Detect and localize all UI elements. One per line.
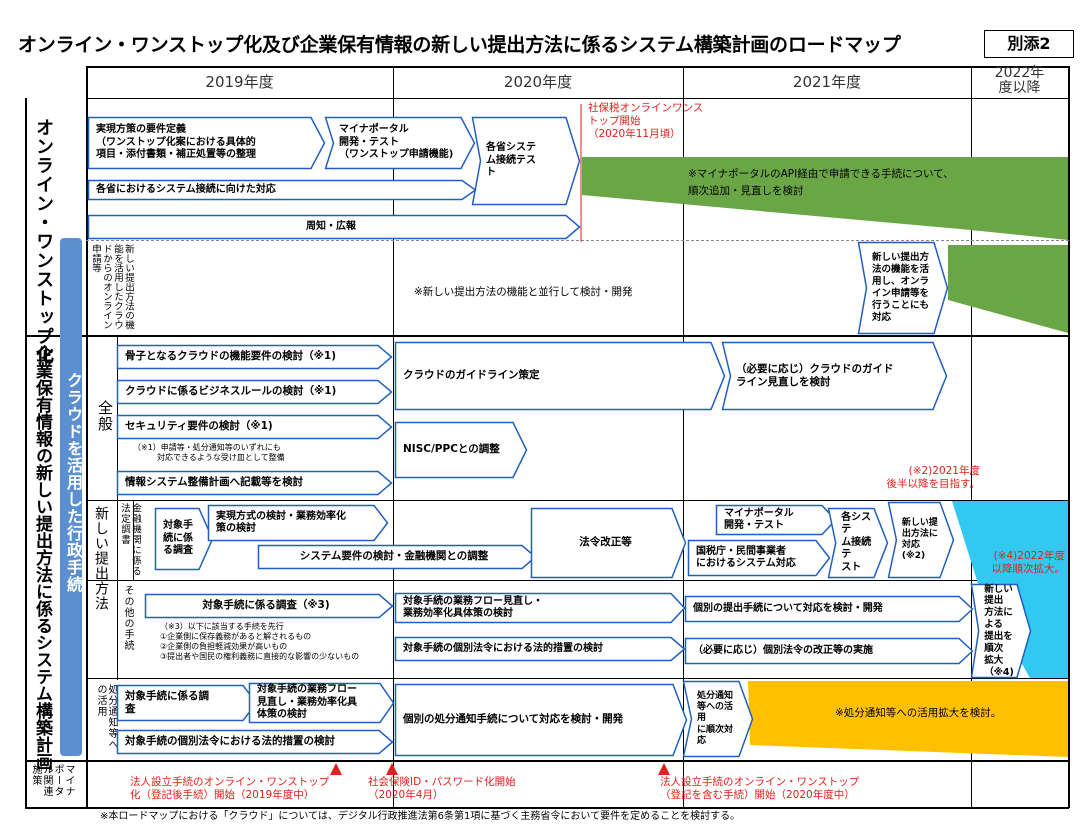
arrow-g7: NISC/PPCとの調整: [394, 421, 528, 479]
arrow-o5-label: （必要に応じ）個別法令の改正等の実施: [693, 644, 873, 656]
arrow-n5: マイナポータル 開発・テスト: [715, 504, 837, 536]
arrow-n6-label: 国税庁・民間事業者 におけるシステム対応: [696, 545, 796, 570]
arrow-g1: 骨子となるクラウドの機能要件の検討（※1): [116, 344, 393, 370]
arrow-g2-label: クラウドに係るビジネスルールの検討（※1): [125, 385, 337, 398]
arrow-n4-label: 法令改正等: [579, 536, 632, 549]
arrow-ministry-test-label: 各省システ ム接続テス ト: [486, 142, 536, 179]
arrow-g1-label: 骨子となるクラウドの機能要件の検討（※1): [125, 350, 336, 363]
arrow-o5: （必要に応じ）個別法令の改正等の実施: [684, 637, 974, 665]
arrow-d2: 対象手続の業務フロー 見直し・業務効率化具 体策の検討: [248, 682, 395, 724]
green-region-online: [582, 157, 1068, 240]
arrow-n7-label: 各システ ム接続テ スト: [841, 511, 872, 573]
related-item-2: 社会保険ID・パスワード化開始 （2020年4月）: [368, 776, 516, 802]
arrow-g6-label: （必要に応じ）クラウドのガイド ライン見直しを検討: [736, 362, 894, 388]
arrow-cloud-end: 新しい提出方法の機能を活用し、オンライン申請等を行うことにも対応: [857, 241, 949, 335]
arrow-n4: 法令改正等: [530, 507, 687, 579]
arrow-o6: 新しい提出 方法による 提出を順次 拡大（※4): [970, 583, 1032, 679]
arrow-o2: 対象手続の業務フロー見直し・ 業務効率化具体策の検討: [394, 592, 686, 624]
arrow-g3-label: セキュリティ要件の検討（※1): [125, 420, 273, 433]
section-cloud: クラウドを活用した行政手続: [64, 372, 83, 593]
attachment-badge: 別添2: [984, 30, 1074, 58]
red-note-2022: (※4)2022年度 以降順次拡大。: [991, 550, 1066, 576]
arrow-d5-label: 処分通知 等への活用 に順次対応: [697, 690, 734, 746]
arrow-g4: 情報システム整備計画へ記載等を検討: [116, 470, 393, 496]
arrow-requirements: 実現方策の要件定義 （ワンストップ化案における具体的 項目・添付書類・補正処置等…: [87, 116, 326, 170]
security-note: （※1）申請等・処分通知等のいずれにも 対応できるような受け皿として整備: [133, 443, 285, 462]
arrow-o1: 対象手続に係る調査（※3): [144, 593, 394, 619]
arrow-n1: 対象手 続に係 る調査: [154, 507, 214, 571]
arrow-d2-label: 対象手続の業務フロー 見直し・業務効率化具 体策の検討: [257, 684, 357, 721]
arrow-g5-label: クラウドのガイドライン策定: [403, 369, 540, 382]
arrow-o2-label: 対象手続の業務フロー見直し・ 業務効率化具体策の検討: [403, 595, 543, 620]
cloud-mid-note: ※新しい提出方法の機能と並行して検討・開発: [414, 286, 633, 298]
arrow-n1-label: 対象手 続に係 る調査: [163, 520, 193, 557]
arrow-publicity-label: 周知・広報: [306, 220, 356, 232]
arrow-d1: 対象手続に係る調 査: [116, 684, 258, 722]
arrow-mynaportal-dev-label: マイナポータル 開発・テスト （ワンストップ申請機能): [339, 124, 454, 161]
arrow-n3-label: システム要件の検討・金融機関との調整: [299, 550, 489, 563]
arrow-n5-label: マイナポータル 開発・テスト: [724, 507, 794, 532]
section-online: オンライン・ワンストップ化: [33, 118, 54, 365]
arrow-g5: クラウドのガイドライン策定: [394, 341, 726, 411]
arrow-d1-label: 対象手続に係る調 査: [125, 689, 209, 715]
related-item-3: 法人設立手続のオンライン・ワンストップ （登記を含む手続）開始（2020年度中）: [660, 776, 860, 802]
disposition-note: ※処分通知等への活用拡大を検討。: [835, 707, 1002, 719]
arrow-o3: 対象手続の個別法令における法的措置の検討: [394, 636, 686, 662]
year-2022: 2022年 度以降: [994, 65, 1045, 96]
arrow-d5: 処分通知 等への活用 に順次対応: [682, 680, 754, 758]
milestone-triangle: [386, 763, 398, 775]
arrow-ministry-connect-label: 各省におけるシステム接続に向けた対応: [96, 183, 276, 195]
section-corporate: 企業保有情報の新しい提出方法に係るシステム構築計画: [32, 345, 52, 770]
green-region-cloud: [948, 245, 1068, 333]
arrow-d3-label: 対象手続の個別法令における法的措置の検討: [125, 735, 335, 748]
arrow-requirements-label: 実現方策の要件定義 （ワンストップ化案における具体的 項目・添付書類・補正処置等…: [96, 124, 256, 161]
section-new-method-sub: 金融機関に係る法定調書: [119, 503, 141, 577]
section-related: マイナポータル関連施策: [30, 764, 74, 797]
arrow-n2: 実現方式の検討・業務効率化 策の検討: [207, 504, 389, 542]
red-note-2021: (※2)2021年度 後半以降を目指す。: [886, 465, 980, 491]
year-2021: 2021年度: [792, 73, 862, 91]
arrow-n7: 各システ ム接続テ スト: [827, 507, 889, 579]
arrow-g7-label: NISC/PPCとの調整: [403, 443, 500, 456]
arrow-o4: 個別の提出手続について対応を検討・開発: [684, 595, 974, 623]
arrow-cloud-end-label: 新しい提出方法の機能を活用し、オンライン申請等を行うことにも対応: [872, 252, 930, 323]
orange-region: [748, 681, 1068, 757]
arrow-g2: クラウドに係るビジネスルールの検討（※1): [116, 379, 393, 405]
arrow-g6: （必要に応じ）クラウドのガイド ライン見直しを検討: [721, 341, 948, 411]
arrow-publicity: 周知・広報: [87, 214, 581, 240]
arrow-g3: セキュリティ要件の検討（※1): [116, 414, 393, 440]
page-title: オンライン・ワンストップ化及び企業保有情報の新しい提出方法に係るシステム構築計画…: [18, 34, 901, 56]
section-general: 全般: [96, 400, 114, 432]
year-2020: 2020年度: [503, 73, 573, 91]
milestone-triangle: [330, 763, 342, 775]
cloud-side-note: 新しい提出方法の機能を活用したクラウドからのオンライン申請等: [90, 244, 134, 330]
start-note: 社保税オンラインワンス トップ開始 （2020年11月頃）: [588, 102, 704, 141]
footnote: ※本ロードマップにおける「クラウド」については、デジタル行政推進法第6条第1項に…: [100, 811, 741, 822]
arrow-o1-label: 対象手続に係る調査（※3): [202, 599, 330, 612]
arrow-d3: 対象手続の個別法令における法的措置の検討: [116, 729, 394, 755]
arrow-o3-label: 対象手続の個別法令における法的措置の検討: [403, 642, 603, 654]
arrow-ministry-connect: 各省におけるシステム接続に向けた対応: [87, 179, 477, 201]
green-note: ※マイナポータルのAPI経由で申請できる手続について、 順次追加・見直しを検討: [688, 168, 954, 197]
arrow-n8-label: 新しい提 出方法に 対応 (※2): [901, 517, 938, 562]
arrow-n2-label: 実現方式の検討・業務効率化 策の検討: [216, 510, 346, 535]
arrow-n3: システム要件の検討・金融機関との調整: [257, 544, 537, 570]
arrow-n6: 国税庁・民間事業者 におけるシステム対応: [687, 539, 831, 577]
arrow-ministry-test: 各省システ ム接続テス ト: [471, 116, 581, 206]
survey-note: （※3）以下に該当する手続を先行 ①企業側に保存義務があると解されるもの ②企業…: [160, 622, 360, 661]
arrow-d4-label: 個別の処分通知手続について対応を検討・開発: [403, 713, 624, 726]
year-2019: 2019年度: [205, 73, 274, 91]
arrow-o6-label: 新しい提出 方法による 提出を順次 拡大（※4): [984, 583, 1014, 678]
section-disposition: 処分通知等への活用: [95, 684, 117, 750]
arrow-d4: 個別の処分通知手続について対応を検討・開発: [394, 683, 688, 757]
milestone-triangle: [658, 763, 670, 775]
arrow-mynaportal-dev: マイナポータル 開発・テスト （ワンストップ申請機能): [324, 116, 476, 170]
cloud-bar: [60, 238, 82, 756]
section-new-method: 新しい提出方法: [93, 506, 109, 611]
related-item-1: 法人設立手続のオンライン・ワンストップ 化（登記後手続）開始（2019年度中）: [130, 776, 330, 802]
section-other: その他の手続: [122, 585, 133, 651]
arrow-o4-label: 個別の提出手続について対応を検討・開発: [693, 602, 883, 614]
arrow-g4-label: 情報システム整備計画へ記載等を検討: [125, 476, 304, 489]
arrow-n8: 新しい提 出方法に 対応 (※2): [887, 501, 955, 579]
